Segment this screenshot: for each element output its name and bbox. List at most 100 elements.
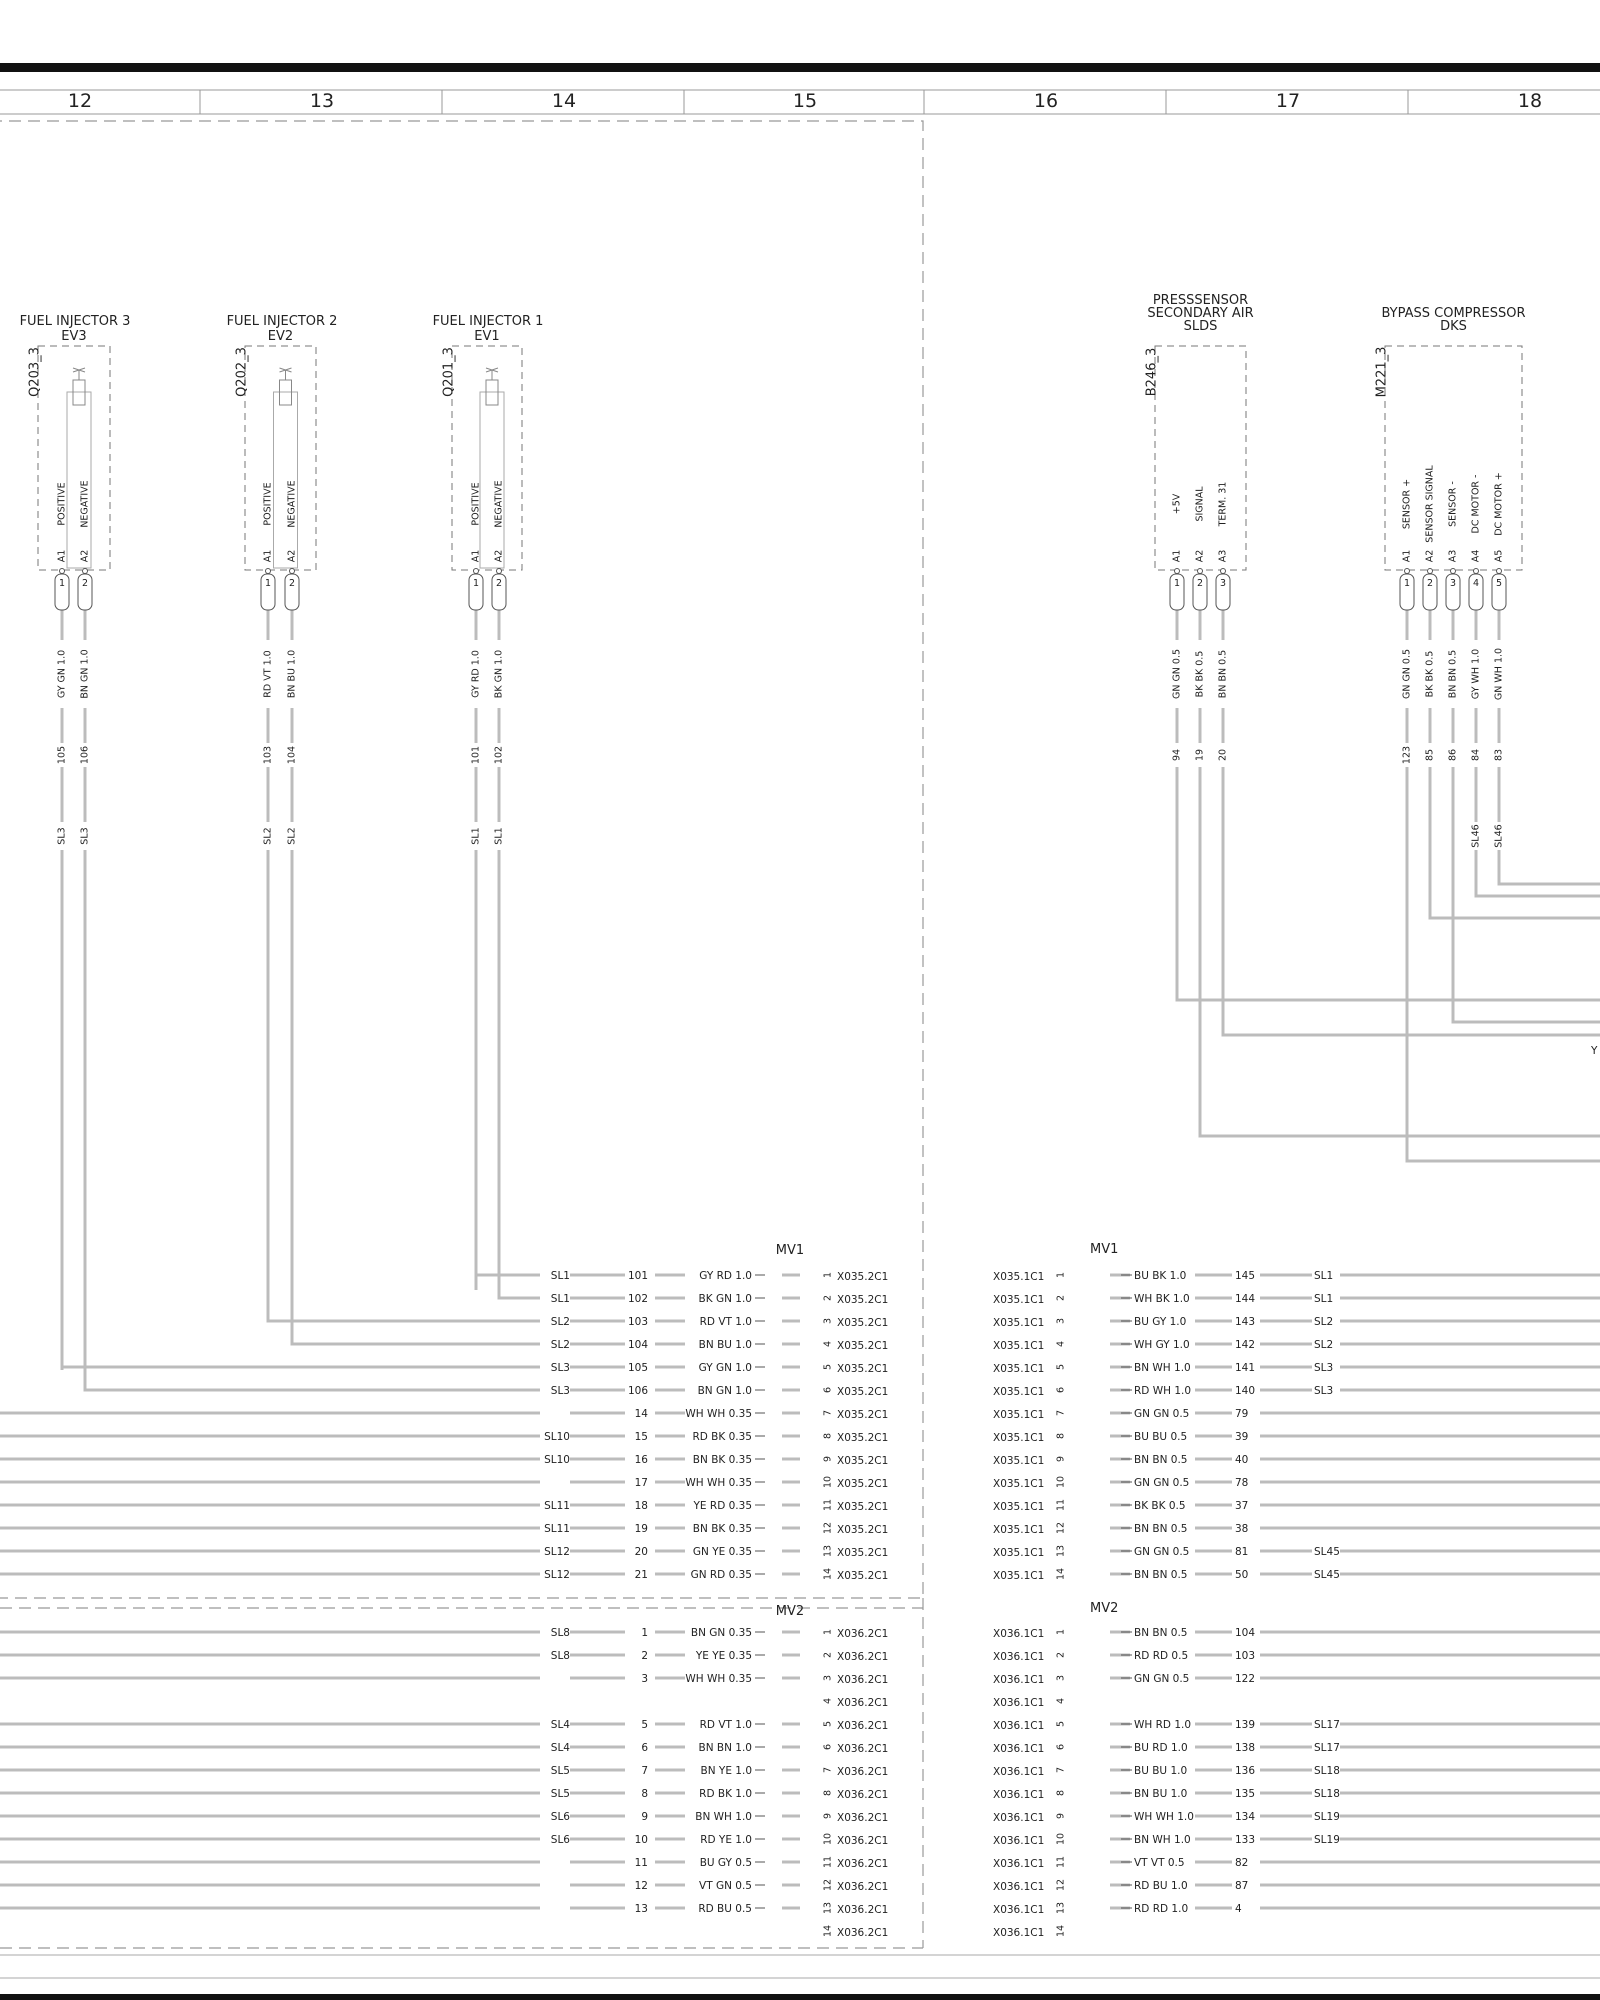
connector-name: X035.1C1 (993, 1271, 1044, 1283)
connector-name: X035.1C1 (993, 1524, 1044, 1536)
pin-number: 9 (1056, 1456, 1067, 1462)
pin-number: 9 (823, 1456, 834, 1462)
connector-name: X036.1C1 (993, 1835, 1044, 1847)
wire-number: 140 (1235, 1385, 1255, 1397)
pin-number: 3 (823, 1318, 834, 1324)
wire-color: BN YE 1.0 (701, 1765, 752, 1777)
connector-name: X035.1C1 (993, 1386, 1044, 1398)
splice-label: SL2 (263, 827, 274, 844)
pin-number: 3 (1056, 1675, 1067, 1681)
pin-number: 1 (265, 578, 271, 589)
pin-number: 11 (823, 1856, 834, 1868)
wire-color: WH WH 0.35 (685, 1408, 752, 1420)
pin-label: A2 (1195, 550, 1206, 563)
splice-label: SL45 (1314, 1569, 1340, 1581)
wire-color: BK GN 1.0 (699, 1293, 752, 1305)
wire-number: 87 (1235, 1880, 1248, 1892)
component-title-line: SECONDARY AIR (1147, 306, 1253, 321)
splice-label: SL17 (1314, 1719, 1340, 1731)
wire-color: BN BK 0.35 (693, 1523, 752, 1535)
wire-path (60, 608, 540, 1369)
pin-number: 5 (823, 1721, 834, 1727)
wire-color: RD BK 0.35 (692, 1431, 752, 1443)
pin-number: 14 (1056, 1925, 1067, 1937)
component-ref-label: Q201_3 (442, 347, 457, 397)
wire-number: 11 (635, 1857, 648, 1869)
pin-number: 13 (823, 1902, 834, 1914)
wire-color-label: BK GN 1.0 (494, 650, 505, 698)
wire-number: 142 (1235, 1339, 1255, 1351)
splice-label: SL18 (1314, 1788, 1340, 1800)
component-outline (37, 345, 111, 571)
splice-label: SL5 (551, 1765, 570, 1777)
wire-number: 133 (1235, 1834, 1255, 1846)
pin-contact-icon (265, 568, 271, 574)
component-ref-label: B246_3 (1145, 348, 1160, 397)
wire-color: BN WH 1.0 (1134, 1362, 1191, 1374)
splice-label: SL4 (551, 1742, 571, 1754)
wire-number: 40 (1235, 1454, 1248, 1466)
splice-label: SL18 (1314, 1765, 1340, 1777)
pin-number: 6 (1056, 1387, 1067, 1393)
wire-color: BU GY 0.5 (700, 1857, 752, 1869)
connector-name: X035.1C1 (993, 1547, 1044, 1559)
connector-name: X036.1C1 (993, 1697, 1044, 1709)
pin-number: 12 (823, 1522, 834, 1534)
pin-function-label: SENSOR - (1448, 481, 1459, 527)
wire-number: 79 (1235, 1408, 1248, 1420)
connector-name: X036.2C1 (837, 1789, 888, 1801)
pin-number: 10 (1056, 1476, 1067, 1488)
connector-name: X036.2C1 (837, 1720, 888, 1732)
wire-color: RD BU 0.5 (698, 1903, 752, 1915)
pin-contact-icon (1427, 568, 1433, 574)
wire-number: 141 (1235, 1362, 1255, 1374)
splice-label: SL46 (1471, 824, 1482, 847)
wire-path (1175, 608, 1600, 1002)
pin-number: 11 (823, 1499, 834, 1511)
connector-name: X036.1C1 (993, 1927, 1044, 1939)
pin-number: 4 (1056, 1341, 1067, 1347)
wire-number: 39 (1235, 1431, 1248, 1443)
connector-name: X036.1C1 (993, 1720, 1044, 1732)
pin-function-label: DC MOTOR + (1494, 472, 1505, 536)
wire-number: 1 (641, 1627, 648, 1639)
connector-name: X035.2C1 (837, 1409, 888, 1421)
connector-name: X036.1C1 (993, 1674, 1044, 1686)
splice-label: SL2 (1314, 1339, 1333, 1351)
wire-number: 10 (635, 1834, 648, 1846)
connector-name: X035.2C1 (837, 1363, 888, 1375)
connector-name: X036.2C1 (837, 1743, 888, 1755)
wire-number: 145 (1235, 1270, 1255, 1282)
wire-path (83, 608, 540, 1392)
splice-label: SL2 (551, 1339, 570, 1351)
connector-pin (1422, 573, 1438, 611)
pin-function-label: +5V (1172, 493, 1183, 514)
splice-label: SL45 (1314, 1546, 1340, 1558)
wire-number-label: 84 (1471, 749, 1482, 761)
wire-number: 4 (1235, 1903, 1242, 1915)
component-code: EV2 (268, 329, 293, 344)
wire-color: BU BU 1.0 (1134, 1765, 1187, 1777)
wire-number: 102 (628, 1293, 648, 1305)
wire-number-label: 85 (1425, 749, 1436, 761)
connector-pin (54, 573, 70, 611)
connector-pin (1399, 573, 1415, 611)
pin-number: 3 (1220, 578, 1226, 589)
pin-number: 6 (823, 1387, 834, 1393)
